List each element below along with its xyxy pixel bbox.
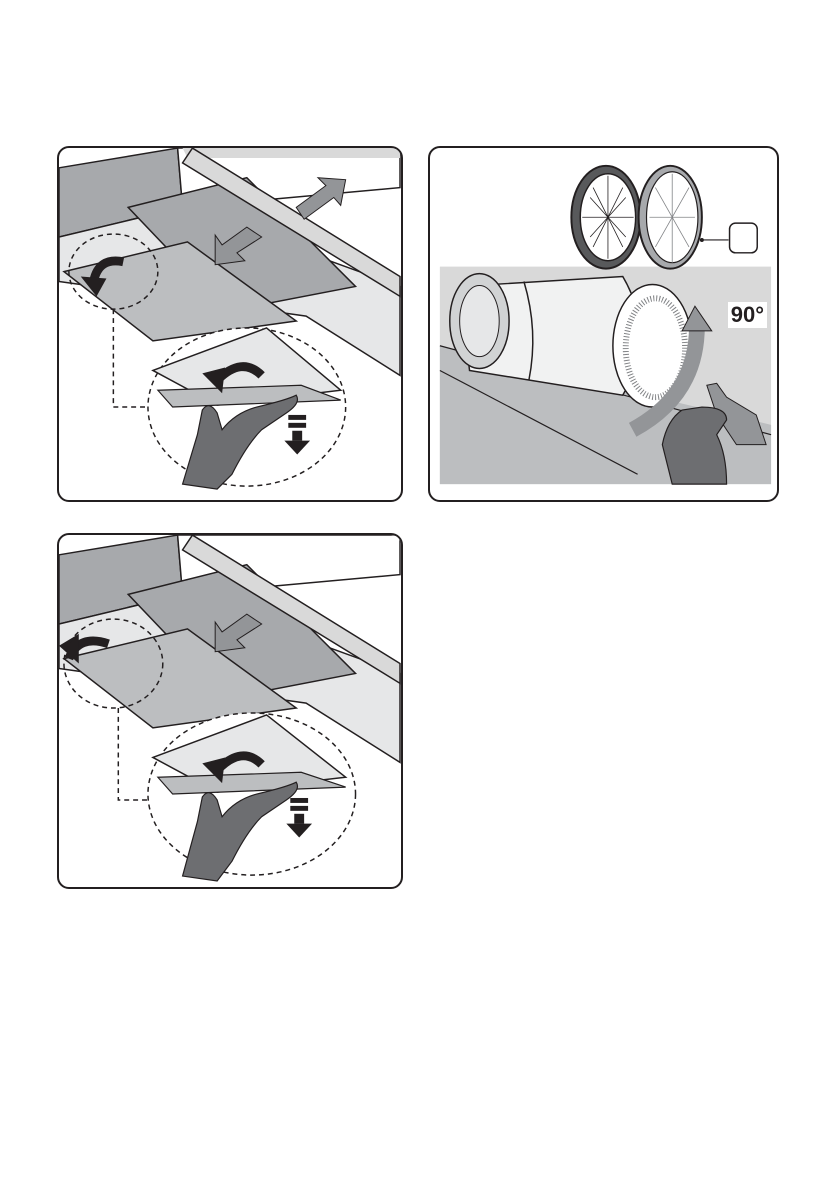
illustration-panel-filter-removal-front — [57, 533, 403, 889]
hood-filter-illustration-2 — [59, 535, 401, 887]
illustration-panel-carbon-filter: 90° — [428, 146, 779, 502]
hood-filter-illustration-1 — [59, 148, 401, 500]
carbon-filter-illustration — [430, 148, 777, 500]
illustration-panel-filter-removal-rear — [57, 146, 403, 502]
callout-box — [730, 223, 758, 253]
rotation-angle-label: 90° — [728, 302, 767, 328]
